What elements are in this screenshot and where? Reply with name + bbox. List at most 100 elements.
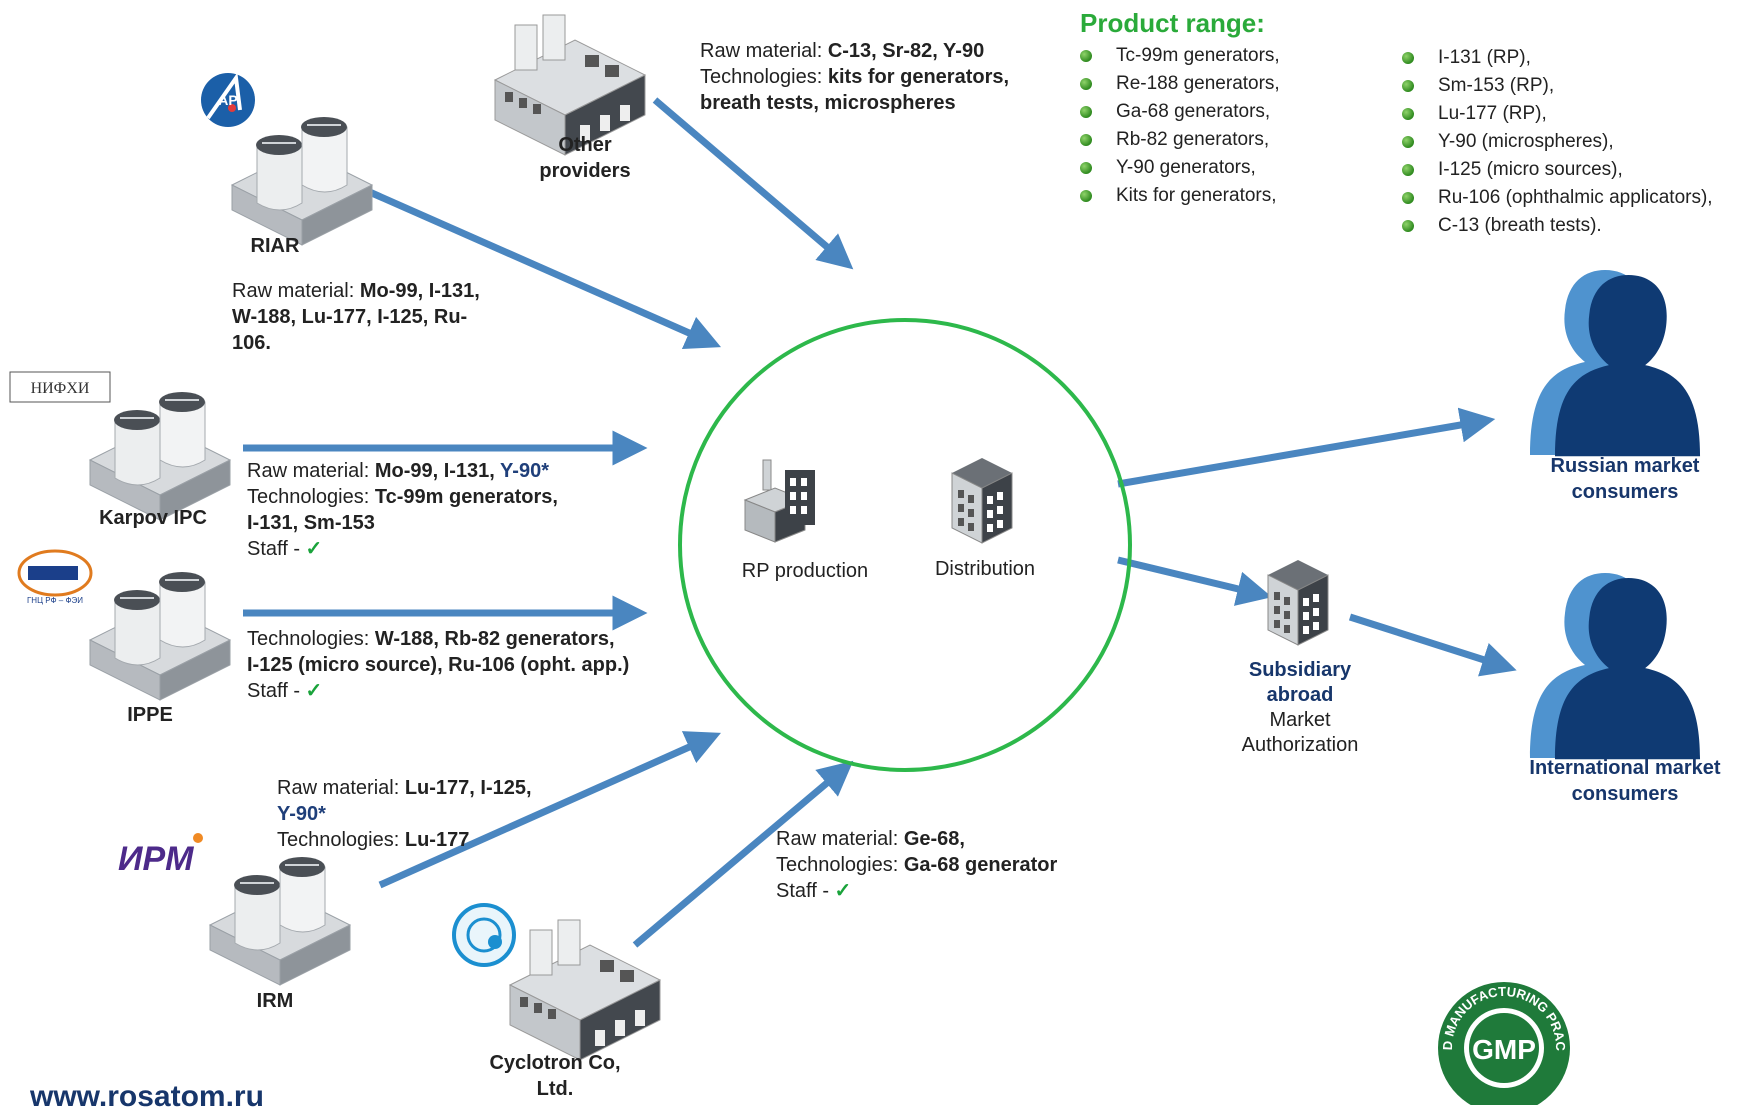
russian-market-consumers-icon bbox=[1530, 270, 1701, 457]
staff-prefix: Staff - bbox=[247, 538, 306, 560]
bullet-icon bbox=[1402, 80, 1414, 92]
riar-label: RIAR bbox=[250, 235, 300, 257]
list-item: Rb-82 generators, bbox=[1078, 126, 1378, 154]
other-providers-label-line1: Other bbox=[558, 134, 612, 156]
tech-prefix: Technologies: bbox=[277, 829, 405, 851]
tech-value-line2: breath tests, microspheres bbox=[700, 92, 956, 114]
rp-production-icon bbox=[743, 459, 815, 543]
list-item: Re-188 generators, bbox=[1078, 70, 1378, 98]
bullet-icon bbox=[1080, 78, 1092, 90]
bullet-icon bbox=[1402, 108, 1414, 120]
arrow-other-to-hub bbox=[652, 97, 854, 270]
staff-check-icon: ✓ bbox=[834, 880, 852, 902]
list-item-label: Sm-153 (RP), bbox=[1438, 75, 1555, 96]
irm-label: IRM bbox=[256, 990, 294, 1012]
list-item: Ru-106 (ophthalmic applicators), bbox=[1400, 184, 1750, 212]
cyclotron-label: Cyclotron Co, Ltd. bbox=[465, 1050, 645, 1102]
list-item: C-13 (breath tests). bbox=[1400, 212, 1750, 240]
tech-value: W-188, Rb-82 generators, bbox=[374, 628, 615, 650]
riar-logo: АР bbox=[201, 72, 255, 127]
list-item: Y-90 (microspheres), bbox=[1400, 128, 1750, 156]
bullet-icon bbox=[1402, 136, 1414, 148]
list-item-label: Lu-177 (RP), bbox=[1438, 103, 1547, 124]
international-market-consumers-icon bbox=[1530, 573, 1701, 760]
list-item-label: Ru-106 (ophthalmic applicators), bbox=[1438, 187, 1713, 208]
russian-market-consumers-label: Russian market consumers bbox=[1500, 453, 1750, 505]
list-item-label: Ga-68 generators, bbox=[1116, 101, 1271, 122]
raw-value: C-13, Sr-82, Y-90 bbox=[827, 40, 985, 62]
cyclotron-label-line1: Cyclotron Co, bbox=[489, 1052, 621, 1074]
bullet-icon bbox=[1080, 50, 1092, 62]
arrow-riar-to-hub bbox=[363, 186, 722, 349]
list-item: I-131 (RP), bbox=[1400, 44, 1750, 72]
bullet-icon bbox=[1080, 190, 1092, 202]
russian-market-label-line1: Russian market bbox=[1550, 455, 1700, 477]
list-item: Lu-177 (RP), bbox=[1400, 100, 1750, 128]
irm-reactor-icon bbox=[209, 856, 351, 986]
rp-production-label: RP production bbox=[741, 560, 869, 582]
tech-value-line2: I-131, Sm-153 bbox=[247, 512, 375, 534]
tech-value: Ga-68 generator bbox=[903, 854, 1058, 876]
karpov-logo: НИФХИ bbox=[9, 371, 111, 403]
subsidiary-label-line4: Authorization bbox=[1241, 734, 1359, 756]
product-range-list-col1: Tc-99m generators, Re-188 generators, Ga… bbox=[1078, 42, 1378, 210]
ippe-reactor-icon bbox=[89, 571, 231, 701]
tech-value: Tc-99m generators, bbox=[374, 486, 558, 508]
raw-value-starred: Y-90* bbox=[500, 460, 549, 482]
subsidiary-label-line2: abroad bbox=[1266, 684, 1334, 706]
irm-flow-text: Raw material: Lu-177, I-125, Y-90* Techn… bbox=[277, 775, 597, 853]
karpov-reactor-icon bbox=[89, 391, 231, 521]
list-item-label: Y-90 generators, bbox=[1116, 157, 1256, 178]
arrow-subsidiary-to-international bbox=[1348, 613, 1517, 677]
list-item: Tc-99m generators, bbox=[1078, 42, 1378, 70]
hub-circle bbox=[678, 318, 1132, 772]
list-item: Kits for generators, bbox=[1078, 182, 1378, 210]
riar-flow-text: Raw material: Mo-99, I-131, W-188, Lu-17… bbox=[232, 278, 522, 356]
list-item-label: Tc-99m generators, bbox=[1116, 45, 1280, 66]
staff-prefix: Staff - bbox=[247, 680, 306, 702]
raw-value: Lu-177, I-125, bbox=[404, 777, 532, 799]
irm-logo-text: ИРМ bbox=[118, 840, 194, 878]
list-item: Ga-68 generators, bbox=[1078, 98, 1378, 126]
tech-value: kits for generators, bbox=[827, 66, 1010, 88]
ippe-label: IPPE bbox=[127, 704, 173, 726]
karpov-flow-text: Raw material: Mo-99, I-131, Y-90* Techno… bbox=[247, 458, 647, 562]
tech-value: Lu-177 bbox=[404, 829, 470, 851]
irm-logo: ИРМ bbox=[118, 833, 203, 878]
international-market-label-line1: International market bbox=[1529, 757, 1721, 779]
bullet-icon bbox=[1402, 220, 1414, 232]
bullet-icon bbox=[1402, 192, 1414, 204]
staff-prefix: Staff - bbox=[776, 880, 835, 902]
product-range-title: Product range: bbox=[1080, 8, 1265, 38]
bullet-icon bbox=[1080, 134, 1092, 146]
ippe-logo: ГНЦ РФ – ФЭИ bbox=[17, 549, 93, 605]
other-providers-label: Other providers bbox=[530, 132, 640, 184]
cyclotron-logo bbox=[452, 903, 516, 967]
distribution-building-icon bbox=[951, 457, 1013, 544]
list-item-label: Rb-82 generators, bbox=[1116, 129, 1270, 150]
website-link[interactable]: www.rosatom.ru bbox=[30, 1080, 264, 1113]
raw-value: Mo-99, I-131, bbox=[359, 280, 480, 302]
arrow-hub-to-subsidiary bbox=[1117, 556, 1273, 606]
raw-value-starred: Y-90* bbox=[277, 803, 326, 825]
tech-prefix: Technologies: bbox=[247, 486, 375, 508]
international-market-label-line2: consumers bbox=[1571, 783, 1679, 805]
raw-value-line3: 106. bbox=[232, 332, 271, 354]
bullet-icon bbox=[1402, 52, 1414, 64]
arrow-irm-to-hub bbox=[378, 731, 721, 889]
bullet-icon bbox=[1402, 164, 1414, 176]
raw-value: Ge-68, bbox=[903, 828, 965, 850]
subsidiary-label: Subsidiary abroad Market Authorization bbox=[1220, 658, 1380, 758]
karpov-label: Karpov IPC bbox=[99, 507, 207, 529]
tech-value-line2: I-125 (micro source), Ru-106 (opht. app.… bbox=[247, 654, 630, 676]
list-item-label: Re-188 generators, bbox=[1116, 73, 1280, 94]
list-item: Sm-153 (RP), bbox=[1400, 72, 1750, 100]
international-market-consumers-label: International market consumers bbox=[1500, 755, 1750, 807]
list-item: Y-90 generators, bbox=[1078, 154, 1378, 182]
tech-prefix: Technologies: bbox=[700, 66, 828, 88]
arrow-cyclotron-to-hub bbox=[632, 760, 854, 948]
arrow-hub-to-russian-market bbox=[1117, 407, 1496, 488]
other-flow-text: Raw material: C-13, Sr-82, Y-90 Technolo… bbox=[700, 38, 1060, 116]
ippe-flow-text: Technologies: W-188, Rb-82 generators, I… bbox=[247, 626, 707, 704]
